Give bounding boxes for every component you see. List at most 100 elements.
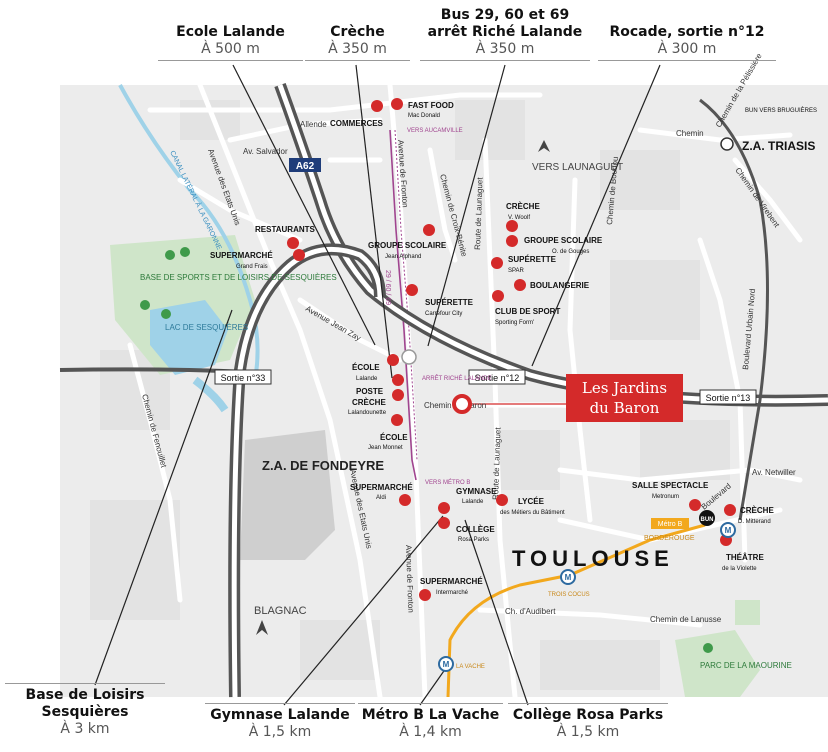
metro-icon-la-vache: M bbox=[443, 660, 450, 669]
north-arrow-icon bbox=[538, 140, 550, 152]
callout-bus-title-2: arrêt Riché Lalande bbox=[427, 24, 583, 40]
poi-supermarche-gf: SUPERMARCHÉ bbox=[210, 251, 273, 260]
poi-college: COLLÈGE bbox=[456, 525, 495, 534]
za-fondeyre: Z.A. DE FONDEYRE bbox=[262, 458, 384, 473]
callout-bus-distance: À 350 m bbox=[475, 41, 535, 57]
poi-markers bbox=[287, 98, 736, 601]
target-location-icon bbox=[452, 394, 472, 414]
poi-superette-cc-sub: Carrefour City bbox=[425, 311, 462, 317]
callout-ecole-lalande: Ecole Lalande À 500 m bbox=[158, 24, 303, 61]
poi-supermarche-aldi-sub: Aldi bbox=[376, 495, 386, 501]
poi-ecole-monnet-sub: Jean Monnet bbox=[368, 445, 403, 451]
poi-superette-cc: SUPÉRETTE bbox=[425, 298, 474, 307]
poi-gs-gouges: GROUPE SCOLAIRE bbox=[524, 236, 603, 245]
metro-b-badge: Métro B bbox=[658, 521, 683, 528]
station-la-vache: LA VACHE bbox=[456, 664, 485, 670]
callout-rule bbox=[508, 703, 668, 704]
a62-badge: A62 bbox=[296, 161, 315, 172]
poi-salle-spectacle: SALLE SPECTACLE bbox=[632, 481, 709, 490]
canal-garonne bbox=[118, 84, 260, 381]
vers-launaguet: VERS LAUNAGUET bbox=[532, 162, 623, 173]
callout-rocade: Rocade, sortie n°12 À 300 m bbox=[598, 24, 776, 61]
poi-creche-lalandounette: CRÈCHE bbox=[352, 398, 386, 407]
poi-salle-spectacle-sub: Metronum bbox=[652, 494, 679, 500]
small-park bbox=[735, 600, 760, 625]
poi-creche-woolf-sub: V. Woolf bbox=[508, 215, 530, 221]
za-triasis: Z.A. TRIASIS bbox=[742, 139, 815, 153]
poi-poste: POSTE bbox=[356, 387, 384, 396]
callout-bus-title-1: Bus 29, 60 et 69 bbox=[440, 7, 570, 23]
callout-rule bbox=[420, 60, 590, 61]
callout-rule bbox=[205, 703, 355, 704]
callout-rule bbox=[598, 60, 776, 61]
callout-college: Collège Rosa Parks À 1,5 km bbox=[508, 703, 668, 741]
poi-restaurants: RESTAURANTS bbox=[255, 225, 316, 234]
bun-icon: BUN bbox=[701, 517, 714, 523]
poi-lycee: LYCÉE bbox=[518, 497, 545, 506]
callout-bus: Bus 29, 60 et 69 arrêt Riché Lalande À 3… bbox=[420, 7, 590, 61]
road-fronton-2: Avenue de Fronton bbox=[404, 545, 415, 613]
poi-commerces: COMMERCES bbox=[330, 119, 384, 128]
sortie-13-label: Sortie n°13 bbox=[706, 393, 751, 403]
poi-creche-woolf: CRÈCHE bbox=[506, 202, 540, 211]
zone-fondeyre bbox=[240, 430, 335, 560]
poi-club-sport-sub: Sporting Form' bbox=[495, 320, 534, 326]
road-chemin: Chemin bbox=[676, 129, 704, 138]
callout-rule bbox=[158, 60, 303, 61]
poi-club-sport: CLUB DE SPORT bbox=[495, 307, 560, 316]
callout-rule bbox=[358, 703, 503, 704]
poi-gymnase-sub: Lalande bbox=[462, 499, 484, 505]
poi-boulangerie: BOULANGERIE bbox=[530, 281, 590, 290]
brand-line-1: Les Jardins bbox=[581, 379, 668, 397]
callout-metro-title: Métro B La Vache bbox=[361, 707, 500, 723]
arret-riche: ARRÊT RICHÉ LALANDE bbox=[422, 374, 492, 382]
poi-gs-gouges-sub: O. de Gouges bbox=[552, 249, 589, 255]
callout-ecole-lalande-title: Ecole Lalande bbox=[176, 24, 285, 40]
metro-icon-trois-cocus: M bbox=[565, 573, 572, 582]
callout-base-loisirs: Base de Loisirs Sesquières À 3 km bbox=[5, 683, 165, 738]
blagnac: BLAGNAC bbox=[254, 605, 307, 617]
callout-rule bbox=[305, 60, 410, 61]
station-borderouge: BORDEROUGE bbox=[644, 535, 695, 542]
poi-ecole-lalande-sub: Lalande bbox=[356, 376, 378, 382]
pond bbox=[192, 376, 229, 413]
callout-metro: Métro B La Vache À 1,4 km bbox=[358, 703, 503, 741]
road-audibert: Ch. d'Audibert bbox=[505, 607, 556, 616]
callout-creche-distance: À 350 m bbox=[328, 41, 387, 57]
poi-superette-spar: SUPÉRETTE bbox=[508, 255, 557, 264]
road-allende: Allende bbox=[300, 120, 327, 129]
toulouse-label: TOULOUSE bbox=[512, 546, 674, 571]
poi-gs-alphand-sub: Jean Alphand bbox=[385, 254, 421, 260]
poi-creche-mitterand-sub: D. Mitterand bbox=[738, 519, 771, 525]
metro-icon-borderouge: M bbox=[725, 526, 732, 535]
lac-label: LAC DE SESQUIÈRES bbox=[165, 323, 248, 332]
exit-signs: Sortie n°33 Sortie n°12 Sortie n°13 A62 bbox=[214, 158, 757, 405]
brand-line-2: du Baron bbox=[589, 399, 660, 417]
poi-theatre-sub: de la Violette bbox=[722, 566, 757, 572]
poi-supermarche-inter: SUPERMARCHÉ bbox=[420, 577, 483, 586]
bus-lines-label: 29 / 60 / 69 bbox=[384, 270, 391, 305]
poi-lycee-sub: des Métiers du Bâtiment bbox=[500, 510, 565, 516]
callout-rocade-title: Rocade, sortie n°12 bbox=[609, 24, 765, 40]
tree-icons bbox=[140, 247, 713, 653]
base-sports-label: BASE DE SPORTS ET DE LOISIRS DE SESQUIÈR… bbox=[140, 273, 337, 282]
sortie-33-label: Sortie n°33 bbox=[221, 373, 266, 383]
road-netwiller: Av. Netwiller bbox=[752, 468, 796, 477]
poi-superette-spar-sub: SPAR bbox=[508, 268, 525, 274]
callout-creche-title: Crèche bbox=[330, 24, 385, 40]
road-av-salvador: Av. Salvador bbox=[243, 147, 288, 156]
lake-sesquieres bbox=[150, 300, 228, 375]
callout-base-loisirs-title-2: Sesquières bbox=[41, 704, 129, 720]
poi-supermarche-aldi: SUPERMARCHÉ bbox=[350, 483, 413, 492]
poi-gs-alphand: GROUPE SCOLAIRE bbox=[368, 241, 447, 250]
poi-creche-mitterand: CRÈCHE bbox=[740, 506, 774, 515]
callout-gymnase-title: Gymnase Lalande bbox=[210, 707, 350, 723]
bus-route bbox=[389, 129, 417, 481]
station-trois-cocus: TROIS COCUS bbox=[548, 592, 590, 598]
vers-aucamville: VERS AUCAMVILLE bbox=[407, 128, 463, 134]
parc-label: PARC DE LA MAOURINE bbox=[700, 661, 792, 670]
metro-stations: M M M BUN Métro B BORDEROUGE TROIS COCUS… bbox=[438, 510, 736, 672]
callout-college-distance: À 1,5 km bbox=[556, 724, 620, 740]
poi-fastfood: FAST FOOD bbox=[408, 101, 454, 110]
bun-vers: BUN VERS BRUGUIÈRES bbox=[745, 107, 817, 114]
